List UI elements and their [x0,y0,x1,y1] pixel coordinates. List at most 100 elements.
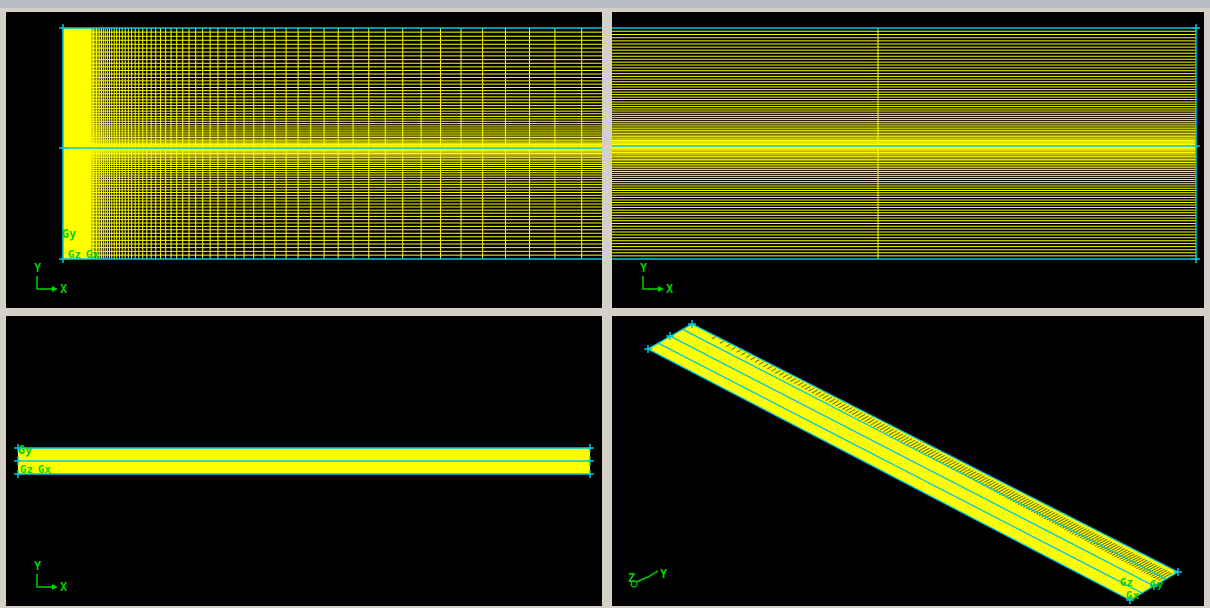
origin-label-gx: Gx [86,248,100,261]
mesh-hatch [828,398,836,403]
mesh-hatch [725,344,731,348]
mesh-hatch [822,394,829,400]
mesh-hatch [915,444,925,450]
mesh-hatch [897,435,907,441]
mesh-hatch [894,433,904,439]
mesh-hatch [858,413,866,419]
mesh-hatch [804,385,811,390]
mesh-hatch [825,396,833,401]
mesh-hatch [1124,554,1138,563]
geometry-edges [59,24,602,263]
vertex-marker [1192,255,1200,263]
axis-label-y: Y [660,567,668,581]
mesh-hatch [1109,546,1123,555]
mesh-hatch [1143,564,1158,574]
mesh-hatch [754,359,760,363]
mesh-hatch [1089,536,1103,544]
mesh-hatch [854,412,863,417]
origin-label-gz: Gz [68,248,81,261]
vertex-marker [586,470,594,478]
mesh-hatch [1153,569,1168,579]
mesh-hatch [1074,528,1087,536]
mesh-hatch [1129,557,1143,566]
mesh-hatch [935,455,945,461]
axis-label-x: X [60,282,68,296]
mesh-hatch [938,456,948,463]
mesh-hatch [903,438,913,444]
mesh-hatch [1131,558,1146,567]
mesh-hatch [912,442,922,449]
mesh-hatch [1114,549,1128,558]
viewport-bottom-right[interactable]: Gz Gy Gx Z Y [612,316,1204,606]
mesh-hatch [790,378,797,382]
mesh-hatch [731,346,736,350]
mesh-hatch [1136,560,1150,570]
mesh-hatch [1106,545,1120,554]
mesh-hatch [1150,568,1165,577]
mesh-hatch [801,383,808,388]
mesh-hatch [1097,540,1110,548]
axis-triad-icon: Y X [34,261,68,296]
mesh-hatch [797,381,804,386]
mesh-hatch [736,349,741,353]
mesh-hatch [861,415,869,421]
mesh-view-bottom-right: Gz Gy Gx Z Y [628,320,1182,604]
mesh-hatch [1121,553,1136,562]
mesh-hatch [778,372,785,376]
vertex-markers [644,320,1182,604]
vertex-marker [644,345,652,353]
mesh-hatch [891,431,901,437]
mesh-hatch [941,458,951,464]
mesh-hatch [1064,522,1077,531]
mesh-hatch [966,471,977,478]
mesh-hatch [873,422,882,428]
viewport-bottom-left[interactable]: Gy Gz Gx Y X [6,316,602,606]
mesh-hatch [1082,532,1095,540]
mesh-hatch [882,427,891,433]
viewport-top-right[interactable]: Y X [612,12,1204,308]
mesh-hatch [1054,517,1066,525]
mesh-hatch [900,436,910,442]
mesh-hatch [832,400,839,405]
origin-label-gy: Gy [18,443,32,457]
mesh-hatch [1119,551,1133,560]
axis-triad-icon: Y X [34,559,68,594]
mesh-hatch [1158,572,1173,581]
vertex-marker [14,470,22,478]
mesh-hatch [927,450,937,457]
mesh-hatch [1092,537,1105,546]
mesh-hatch [750,356,756,361]
mesh-hatch [758,361,764,365]
vertex-marker [586,444,594,452]
mesh-hatch [921,447,931,453]
mesh-hatch [1049,514,1061,522]
mesh-hatch [818,393,826,398]
vertex-marker [586,457,594,465]
vertex-marker [14,457,22,465]
mesh-hatch [1051,516,1064,524]
mesh-view-bottom-left: Gy Gz Gx Y X [14,443,594,594]
mesh-hatch [848,408,856,414]
mesh-hatch [944,459,954,466]
mesh-hatch [1138,562,1153,571]
origin-label-gx: Gx [1126,589,1140,602]
vertex-marker [59,24,67,32]
axis-label-y: Y [34,261,42,275]
vertex-marker [14,444,22,452]
mesh-hatch [1148,567,1163,576]
mesh-hatch [845,407,853,412]
mesh-hatch [963,469,974,476]
mesh-hatch [1087,534,1100,543]
mesh-hatch [838,403,846,409]
mesh-hatch [924,448,934,455]
mesh-grid [63,27,602,260]
mesh-hatch [775,370,781,374]
window-top-bar [0,0,1210,8]
mesh-hatch [745,354,751,358]
mesh-hatch [1099,541,1113,550]
origin-label-gz: Gz [1120,576,1133,589]
mesh-hatch [930,452,940,458]
mesh-hatch [835,401,843,407]
viewport-top-left[interactable]: Gy Gz Gx Y X [6,12,602,308]
mesh-hatch [782,374,789,378]
